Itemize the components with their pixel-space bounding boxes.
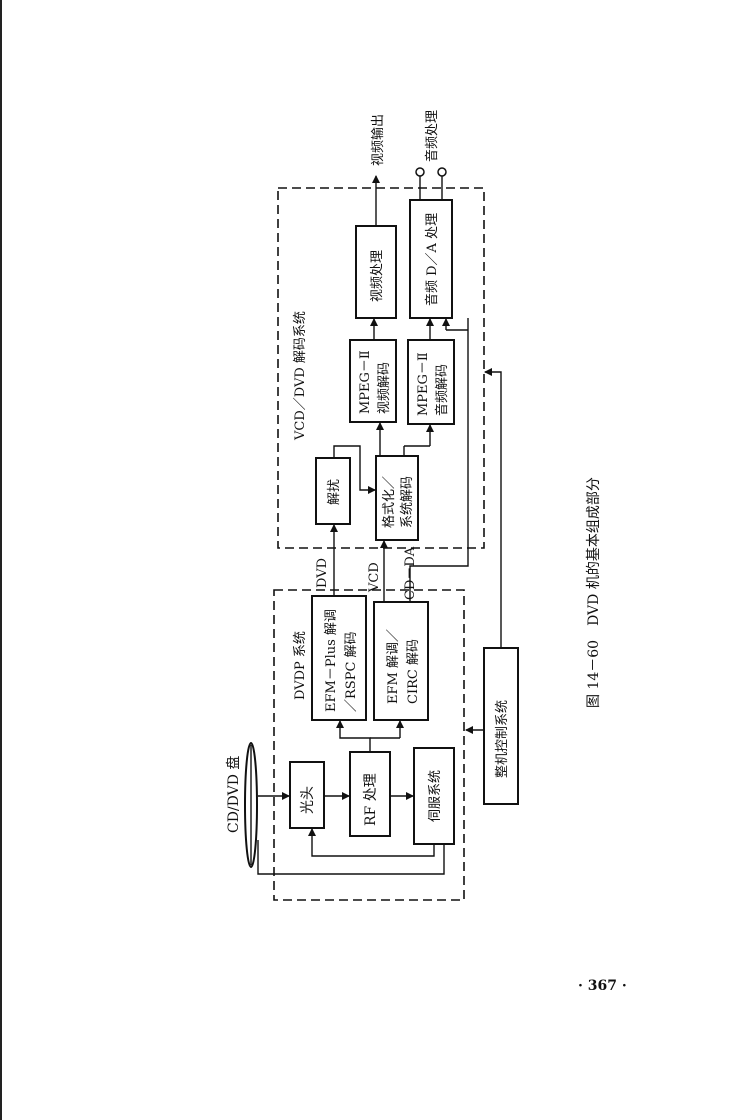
mpeg-audio-label-2: 音频解码: [434, 364, 450, 416]
audio-out-jack-right-icon: [437, 167, 447, 177]
format-decode-block: [375, 455, 419, 541]
audio-da-label: 音频 D／A 处理: [424, 213, 440, 306]
efm-circ-label-2: CIRC 解码: [406, 639, 421, 704]
mpeg-video-label-2: 视频解码: [377, 362, 392, 414]
dvdp-system-group: [273, 589, 465, 901]
page-number: · 367 ·: [578, 978, 627, 994]
efm-plus-label-1: EFM－Plus 解调: [324, 609, 339, 712]
mpeg-video-block: [349, 339, 397, 423]
video-processing-label: 视频处理: [370, 250, 385, 302]
optical-head-block: [289, 761, 325, 829]
efm-plus-label-2: ／RSPC 解码: [344, 631, 359, 712]
disc-label: CD/DVD 盘: [225, 756, 242, 833]
rf-processing-block: [349, 751, 391, 837]
descramble-block: [315, 457, 351, 525]
mpeg-audio-label-1: MPEG－Ⅱ: [416, 352, 431, 416]
system-control-label: 整机控制系统: [495, 700, 510, 778]
rf-processing-label: RF 处理: [363, 773, 379, 826]
audio-da-block: [409, 199, 453, 319]
descramble-label: 解扰: [327, 479, 342, 505]
mpeg-video-label-1: MPEG－Ⅱ: [358, 350, 373, 414]
format-decode-label-2: 系统解码: [400, 476, 415, 528]
cd-da-signal-label: CD－DA: [403, 546, 418, 600]
system-control-block: [483, 647, 519, 805]
vcd-signal-label: VCD: [367, 562, 382, 593]
optical-head-label: 光头: [300, 786, 316, 814]
format-decode-label-1: 格式化／: [381, 476, 397, 528]
decode-system-label: VCD／DVD 解码系统: [293, 311, 308, 441]
video-output-label: 视频输出: [370, 114, 386, 166]
figure-caption: 图 14－60 DVD 机的基本组成部分: [585, 477, 602, 708]
servo-system-label: 伺服系统: [428, 770, 443, 822]
servo-system-block: [413, 747, 455, 845]
page-edge-rule: [0, 0, 2, 1120]
efm-circ-block: [373, 601, 429, 721]
dvd-signal-label: DVD: [315, 558, 330, 588]
audio-out-jack-left-icon: [415, 167, 425, 177]
dvdp-system-label: DVDP 系统: [293, 631, 308, 700]
audio-processing-label: 音频处理: [424, 110, 440, 162]
efm-circ-label-1: EFM 解调／: [386, 629, 401, 704]
efm-plus-block: [311, 595, 367, 721]
